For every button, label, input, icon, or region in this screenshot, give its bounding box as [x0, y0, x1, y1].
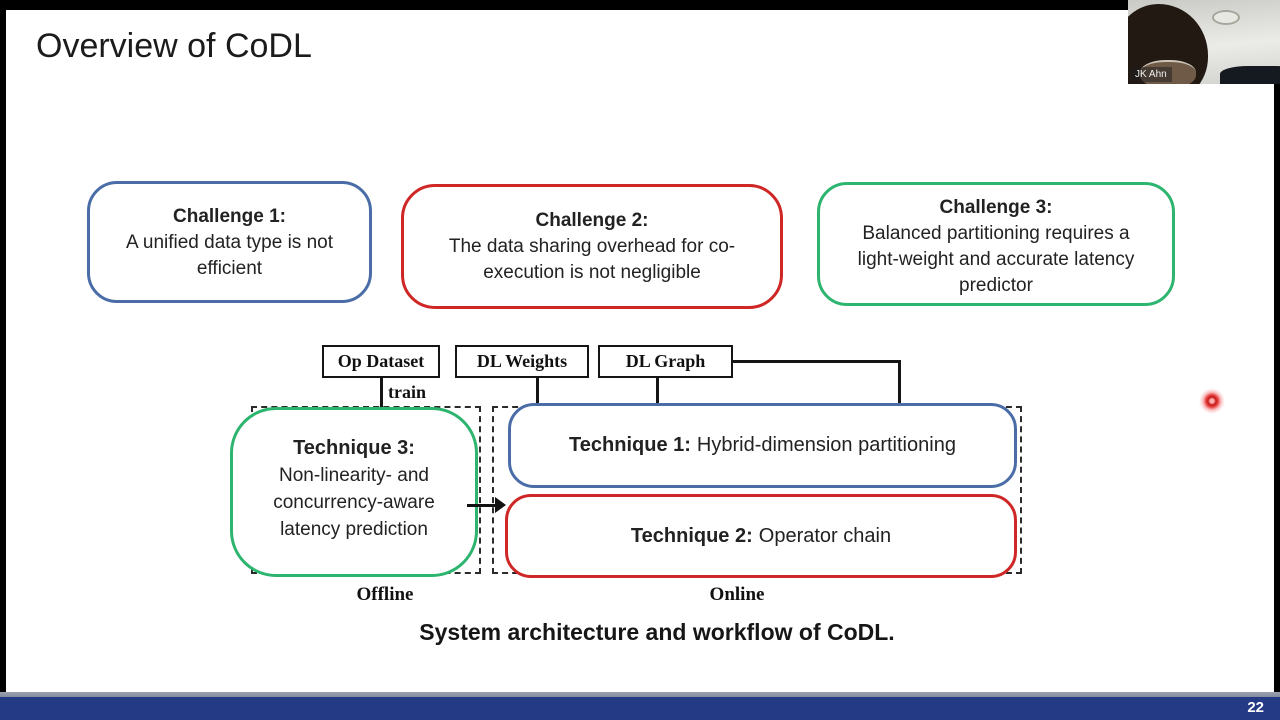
arrow-head-icon	[495, 497, 506, 513]
offline-label: Offline	[356, 584, 414, 605]
laser-pointer-dot	[1199, 388, 1225, 414]
figure-caption: System architecture and workflow of CoDL…	[419, 619, 895, 645]
slide-title: Overview of CoDL	[36, 27, 312, 65]
challenge-3-title: Challenge 3:	[939, 197, 1053, 218]
challenge-2-line: The data sharing overhead for co-	[448, 236, 736, 257]
person-shirt	[1220, 66, 1280, 84]
technique-1-box: Technique 1: Hybrid-dimension partitioni…	[508, 403, 1017, 488]
challenge-1-title: Challenge 1:	[173, 206, 286, 227]
connector-op-dataset	[380, 378, 383, 408]
dl-graph-label: DL Graph	[625, 351, 706, 371]
challenge-3-line: predictor	[959, 275, 1033, 296]
technique-1-title: Technique 1:	[569, 434, 691, 456]
dl-graph-box: DL Graph	[598, 345, 733, 378]
technique-3-line: Non-linearity- and	[279, 465, 429, 486]
online-label: Online	[709, 584, 765, 605]
challenge-3-line: Balanced partitioning requires a	[862, 223, 1130, 244]
technique-3-title: Technique 3:	[293, 437, 415, 459]
technique-3-box: Technique 3: Non-linearity- and concurre…	[230, 407, 478, 577]
challenge-2-line: execution is not negligible	[483, 262, 701, 283]
op-dataset-box: Op Dataset	[322, 345, 440, 378]
challenge-1-box: Challenge 1: A unified data type is not …	[87, 181, 372, 303]
op-dataset-label: Op Dataset	[337, 351, 425, 371]
technique-1-body: Hybrid-dimension partitioning	[696, 434, 956, 456]
webcam-name-label: JK Ahn	[1130, 67, 1172, 82]
bottom-bar: 22	[0, 697, 1280, 720]
challenge-3-box: Challenge 3: Balanced partitioning requi…	[817, 182, 1175, 306]
challenge-1-line: efficient	[196, 258, 263, 279]
ceiling-light-icon	[1212, 10, 1240, 25]
challenge-2-title: Challenge 2:	[535, 210, 649, 231]
dl-weights-box: DL Weights	[455, 345, 589, 378]
page-number: 22	[1247, 699, 1264, 716]
connector-right-vertical	[898, 360, 901, 404]
webcam-video: JK Ahn	[1128, 0, 1280, 84]
technique-2-box: Technique 2: Operator chain	[505, 494, 1017, 578]
technique-3-line: concurrency-aware	[273, 492, 435, 513]
top-letterbox	[0, 0, 1280, 10]
challenge-3-line: light-weight and accurate latency	[857, 249, 1135, 270]
bottom-divider	[0, 692, 1280, 697]
right-letterbox	[1274, 0, 1280, 697]
left-letterbox	[0, 0, 6, 697]
technique-3-line: latency prediction	[280, 519, 428, 540]
train-label: train	[388, 382, 426, 402]
offline-to-online-arrow	[467, 504, 497, 507]
connector-dl-graph	[656, 378, 659, 404]
challenge-1-line: A unified data type is not	[125, 232, 334, 253]
technique-2-title: Technique 2:	[630, 524, 753, 547]
challenge-2-box: Challenge 2: The data sharing overhead f…	[401, 184, 783, 309]
connector-dl-graph-horizontal	[733, 360, 901, 363]
technique-2-body: Operator chain	[758, 524, 892, 547]
dl-weights-label: DL Weights	[476, 351, 568, 371]
connector-dl-weights	[536, 378, 539, 404]
